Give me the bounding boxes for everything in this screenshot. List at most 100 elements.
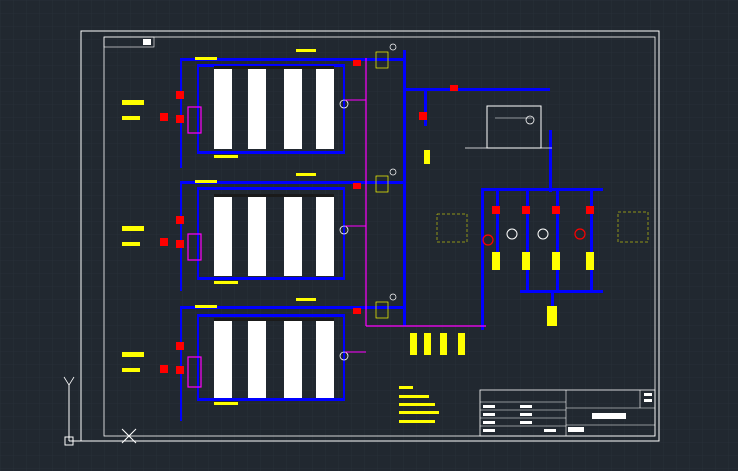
group1-vessel-3 xyxy=(284,66,302,149)
tank-side-valve xyxy=(419,112,427,120)
group1-vessel-1 xyxy=(214,66,232,149)
pump-station xyxy=(436,188,649,330)
group1-vessel-2 xyxy=(248,66,266,149)
cursor-crosshair-icon[interactable] xyxy=(121,428,137,444)
pump-4 xyxy=(574,228,586,240)
tank-outlet-pipe xyxy=(549,130,552,192)
group2-valve-a xyxy=(176,216,184,224)
group2-manifold-top xyxy=(197,187,345,190)
group2-gauge xyxy=(339,225,349,235)
pump-3 xyxy=(537,228,549,240)
note-line-1 xyxy=(399,386,413,389)
group2-frame-right xyxy=(343,187,345,279)
group2-manifold-bottom xyxy=(197,277,345,280)
group1-valve-b xyxy=(176,115,184,123)
pump-notes-right xyxy=(617,211,649,243)
group3-tag-e xyxy=(296,298,316,301)
corner-tag xyxy=(103,36,155,48)
note-line-5 xyxy=(399,420,435,423)
storage-tank-area xyxy=(406,85,552,192)
main-riser xyxy=(403,50,406,326)
pump-valve-3 xyxy=(552,206,560,214)
sample-valve-2 xyxy=(424,333,431,355)
pump-column-4 xyxy=(590,190,593,290)
pump-column-3 xyxy=(556,190,559,290)
pump-valve-1 xyxy=(492,206,500,214)
group3-tag-a xyxy=(122,352,144,357)
group2-valve-b xyxy=(176,240,184,248)
pump-outlet xyxy=(551,290,554,314)
title-block-cell-a xyxy=(483,405,495,408)
group3-gauge xyxy=(339,351,349,361)
group1-tag-d xyxy=(214,155,238,158)
title-block-stamp xyxy=(568,427,584,432)
group1-frame-right xyxy=(343,64,345,154)
sample-valve-4 xyxy=(458,333,465,355)
group3-vessel-cap xyxy=(214,318,334,321)
group3-tag-c xyxy=(195,305,217,308)
title-block-cell-c xyxy=(483,421,495,424)
pump-notes-left xyxy=(436,213,468,243)
group1-manifold-bottom xyxy=(197,151,345,154)
title-block-frame xyxy=(479,389,656,437)
tank-drain xyxy=(424,150,430,164)
group1-vessel-4 xyxy=(316,66,334,149)
group1-vessel-cap xyxy=(214,66,334,69)
pump-2 xyxy=(506,228,518,240)
group1-manifold-top xyxy=(197,64,345,67)
group2-tag-c xyxy=(195,180,217,183)
title-block-cell-j xyxy=(644,399,652,402)
pump-column-2 xyxy=(526,190,529,290)
title-block xyxy=(479,389,656,437)
tank-instrument xyxy=(525,115,535,125)
group3-vessel-1 xyxy=(214,318,232,398)
group3-left-riser xyxy=(180,306,182,421)
group1-tag-e xyxy=(296,49,316,52)
group2-vessel-cap xyxy=(214,194,334,197)
group2-valve-c xyxy=(160,238,168,246)
group3-valve-c xyxy=(160,365,168,373)
group1-valve-c xyxy=(160,113,168,121)
group1-frame-left xyxy=(197,64,199,154)
flow-meter-bot xyxy=(389,293,397,301)
group1-left-riser xyxy=(180,58,182,168)
inner-frame xyxy=(103,36,656,437)
title-block-cell-f xyxy=(520,413,532,416)
tank-feed-drop xyxy=(424,88,427,126)
group1-tag-b xyxy=(122,116,140,120)
note-line-3 xyxy=(399,403,435,406)
group2-valve-d xyxy=(353,183,361,189)
group2-tag-d xyxy=(214,281,238,284)
group1-valve-a xyxy=(176,91,184,99)
pump-check-3 xyxy=(552,252,560,270)
note-line-4 xyxy=(399,411,439,414)
group1-tag-c xyxy=(195,57,217,60)
pump-column-1 xyxy=(496,190,499,270)
sample-valves xyxy=(410,333,465,355)
group3-vessel-3 xyxy=(284,318,302,398)
valve-top-stack xyxy=(375,51,389,69)
title-block-cell-e xyxy=(520,405,532,408)
title-block-cell-h xyxy=(544,429,556,432)
filter-group-2 xyxy=(122,173,404,291)
group2-frame-left xyxy=(197,187,199,279)
title-block-drawing-name xyxy=(592,413,626,419)
filter-group-1 xyxy=(122,49,404,168)
sample-valve-3 xyxy=(440,333,447,355)
group3-tag-b xyxy=(122,368,140,372)
group3-valve-b xyxy=(176,366,184,374)
group3-valve-a xyxy=(176,342,184,350)
drawing-notes xyxy=(399,386,439,423)
pump-return-riser xyxy=(481,188,484,330)
sample-valve-1 xyxy=(410,333,417,355)
group3-header-pipe xyxy=(182,306,404,309)
note-line-2 xyxy=(399,395,429,398)
pump-discharge-header xyxy=(520,290,603,293)
group1-header-pipe xyxy=(182,58,404,61)
pump-valve-4 xyxy=(586,206,594,214)
corner-tag-mark xyxy=(143,39,151,45)
pump-check-1 xyxy=(492,252,500,270)
title-block-cell-b xyxy=(483,413,495,416)
